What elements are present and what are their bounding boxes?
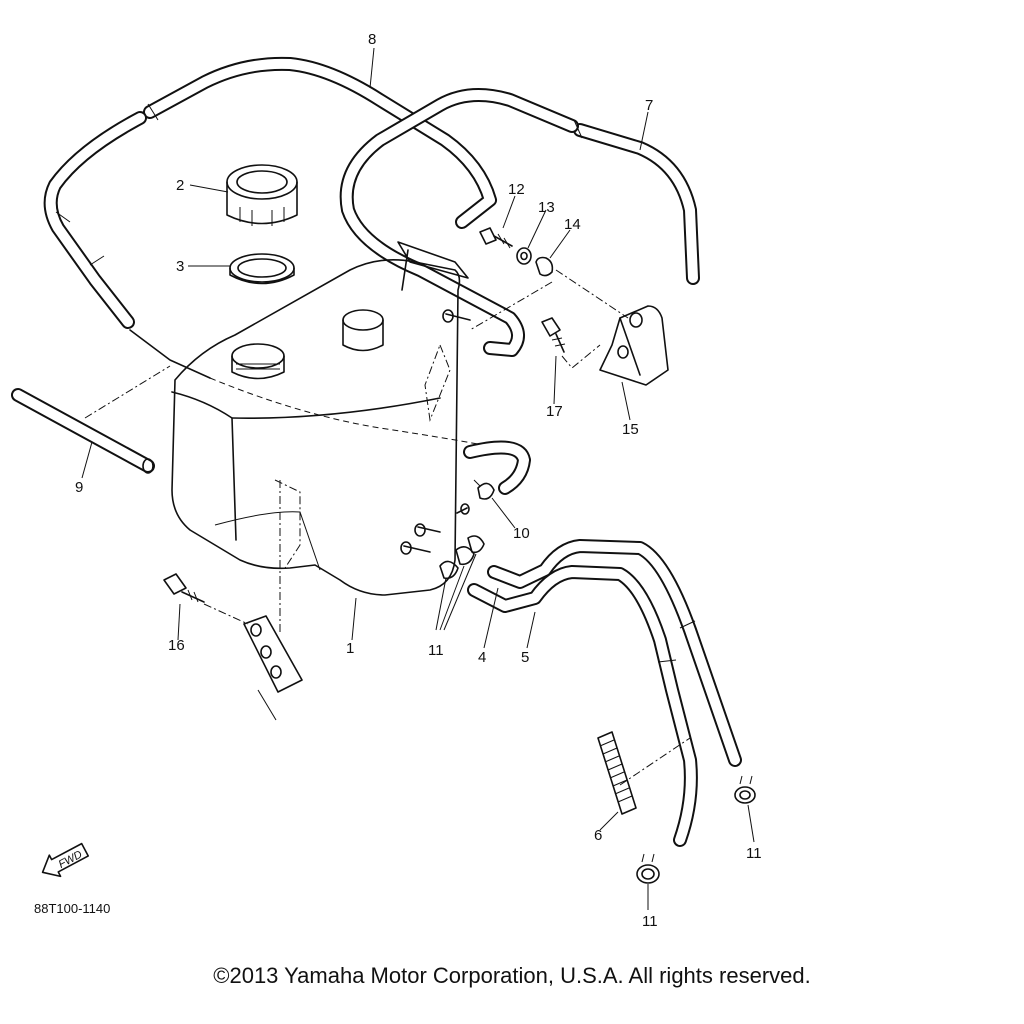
- clamps-11-tank: [439, 535, 485, 580]
- callout-11-bottom-right: 11: [746, 845, 762, 862]
- callout-10: 10: [513, 525, 530, 542]
- callout-11-bottom-left: 11: [642, 913, 658, 930]
- vent-hose-8: [43, 56, 531, 495]
- clamp-11-bottom-right: [734, 775, 756, 804]
- callout-8: 8: [368, 31, 376, 48]
- hose-5: [467, 565, 698, 847]
- callout-2: 2: [176, 177, 184, 194]
- drain-hose-9: [11, 388, 155, 474]
- callout-3: 3: [176, 258, 184, 275]
- washer-13: [516, 247, 532, 265]
- callout-4: 4: [478, 649, 486, 666]
- callout-9: 9: [75, 479, 83, 496]
- leader-lines: [81, 47, 755, 910]
- fwd-label: FWD: [57, 849, 85, 871]
- assembly-lines: [84, 269, 691, 786]
- bracket-15: [599, 305, 669, 386]
- copyright-notice: ©2013 Yamaha Motor Corporation, U.S.A. A…: [213, 963, 811, 988]
- figure-code: 88T100-1140: [34, 901, 111, 916]
- clamp-11-bottom-left: [636, 853, 660, 884]
- lower-bracket: [243, 615, 303, 721]
- callout-11-tank: 11: [428, 642, 444, 659]
- callout-numbers: 8 7 2 3 9 12 13 14 15 17 10 1 11 4 5 6 1…: [75, 31, 762, 930]
- hose-protector-6: [597, 731, 637, 815]
- fwd-arrow-icon: FWD: [41, 842, 90, 878]
- collar-14: [535, 256, 554, 277]
- clip-10: [473, 479, 495, 500]
- bolt-16: [163, 573, 205, 603]
- bolt-17: [541, 317, 566, 353]
- vent-hose-7: [339, 88, 700, 357]
- callout-5: 5: [521, 649, 529, 666]
- callout-7: 7: [645, 97, 653, 114]
- callout-15: 15: [622, 421, 639, 438]
- bolt-12: [479, 227, 513, 249]
- callout-16: 16: [168, 637, 185, 654]
- callout-1: 1: [346, 640, 354, 657]
- fuel-tank-1: [171, 241, 471, 596]
- callout-13: 13: [538, 199, 555, 216]
- callout-14: 14: [564, 216, 581, 233]
- callout-17: 17: [546, 403, 563, 420]
- callout-12: 12: [508, 181, 525, 198]
- gasket-3: [229, 253, 295, 285]
- hose-4: [487, 539, 742, 767]
- tank-cap-2: [226, 164, 298, 226]
- callout-6: 6: [594, 827, 602, 844]
